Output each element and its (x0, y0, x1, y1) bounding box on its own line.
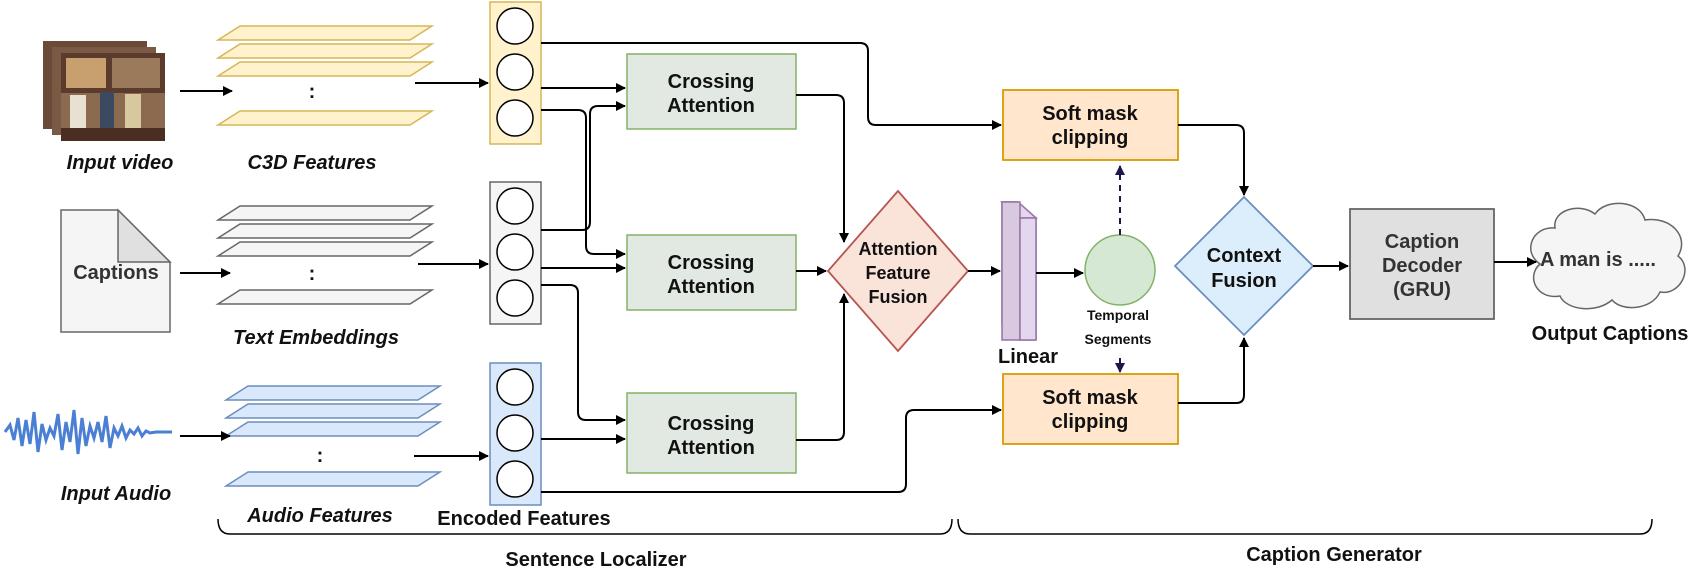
text-dots: : (309, 263, 316, 285)
context-fusion-line2: Fusion (1211, 270, 1277, 292)
temporal-label-line2: Segments (1085, 331, 1152, 347)
encoded-column-yellow (489, 1, 542, 145)
soft-mask-top-line2: clipping (1052, 127, 1129, 149)
decoder-line1: Caption (1385, 231, 1459, 253)
c3d-dots: : (309, 81, 316, 103)
linear-label: Linear (998, 346, 1058, 368)
soft-mask-bottom-line2: clipping (1052, 411, 1129, 433)
soft-mask-bottom-line1: Soft mask (1042, 387, 1138, 409)
output-caption-text: A man is ..... (1540, 249, 1656, 271)
audio-waveform (3, 409, 172, 455)
soft-mask-clipping-bottom: Soft mask clipping (1002, 373, 1179, 445)
c3d-features-label: C3D Features (248, 152, 377, 174)
temporal-segments-node (1084, 234, 1156, 306)
crossing-attention-bottom-line2: Attention (667, 437, 755, 459)
captions-document (60, 208, 172, 333)
encoded-features-label: Encoded Features (437, 508, 610, 530)
input-audio-label: Input Audio (61, 483, 171, 505)
caption-decoder: Caption Decoder (GRU) (1349, 208, 1495, 320)
crossing-attention-top-line1: Crossing (668, 71, 755, 93)
audio-dots: : (317, 445, 324, 467)
soft-mask-top-line1: Soft mask (1042, 103, 1138, 125)
crossing-attention-top: Crossing Attention (626, 53, 797, 130)
attention-feature-fusion: Attention Feature Fusion (826, 189, 970, 353)
fusion-line2: Feature (865, 263, 930, 283)
sentence-localizer-brace (217, 518, 953, 535)
crossing-attention-top-line2: Attention (667, 95, 755, 117)
crossing-attention-middle-line1: Crossing (668, 252, 755, 274)
context-fusion-line1: Context (1207, 245, 1282, 267)
text-embedding-stack: : (215, 205, 435, 305)
decoder-line3: (GRU) (1393, 279, 1451, 301)
audio-features-label: Audio Features (246, 505, 393, 527)
caption-generator-brace (957, 518, 1653, 535)
fusion-line3: Fusion (869, 287, 928, 307)
crossing-attention-middle: Crossing Attention (626, 234, 797, 311)
captions-label: Captions (73, 262, 159, 284)
soft-mask-clipping-top: Soft mask clipping (1002, 89, 1179, 161)
c3d-feature-stack: : (215, 25, 435, 126)
crossing-attention-bottom-line1: Crossing (668, 413, 755, 435)
crossing-attention-middle-line2: Attention (667, 276, 755, 298)
fusion-line1: Attention (859, 239, 938, 259)
encoded-column-gray (489, 181, 542, 325)
audio-feature-stack: : (223, 385, 443, 487)
text-embeddings-label: Text Embeddings (233, 327, 399, 349)
encoded-column-blue (489, 362, 542, 506)
input-video-label: Input video (67, 152, 174, 174)
sentence-localizer-label: Sentence Localizer (505, 549, 686, 567)
linear-layer (1000, 201, 1038, 341)
output-cloud: A man is ..... (1530, 202, 1686, 310)
caption-generator-label: Caption Generator (1246, 544, 1422, 566)
context-fusion: Context Fusion (1173, 195, 1315, 337)
connectors (180, 42, 1537, 493)
output-captions-label: Output Captions (1532, 323, 1689, 345)
crossing-attention-bottom: Crossing Attention (626, 392, 797, 474)
input-video-frames (43, 41, 165, 141)
temporal-label-line1: Temporal (1087, 307, 1149, 323)
decoder-line2: Decoder (1382, 255, 1462, 277)
